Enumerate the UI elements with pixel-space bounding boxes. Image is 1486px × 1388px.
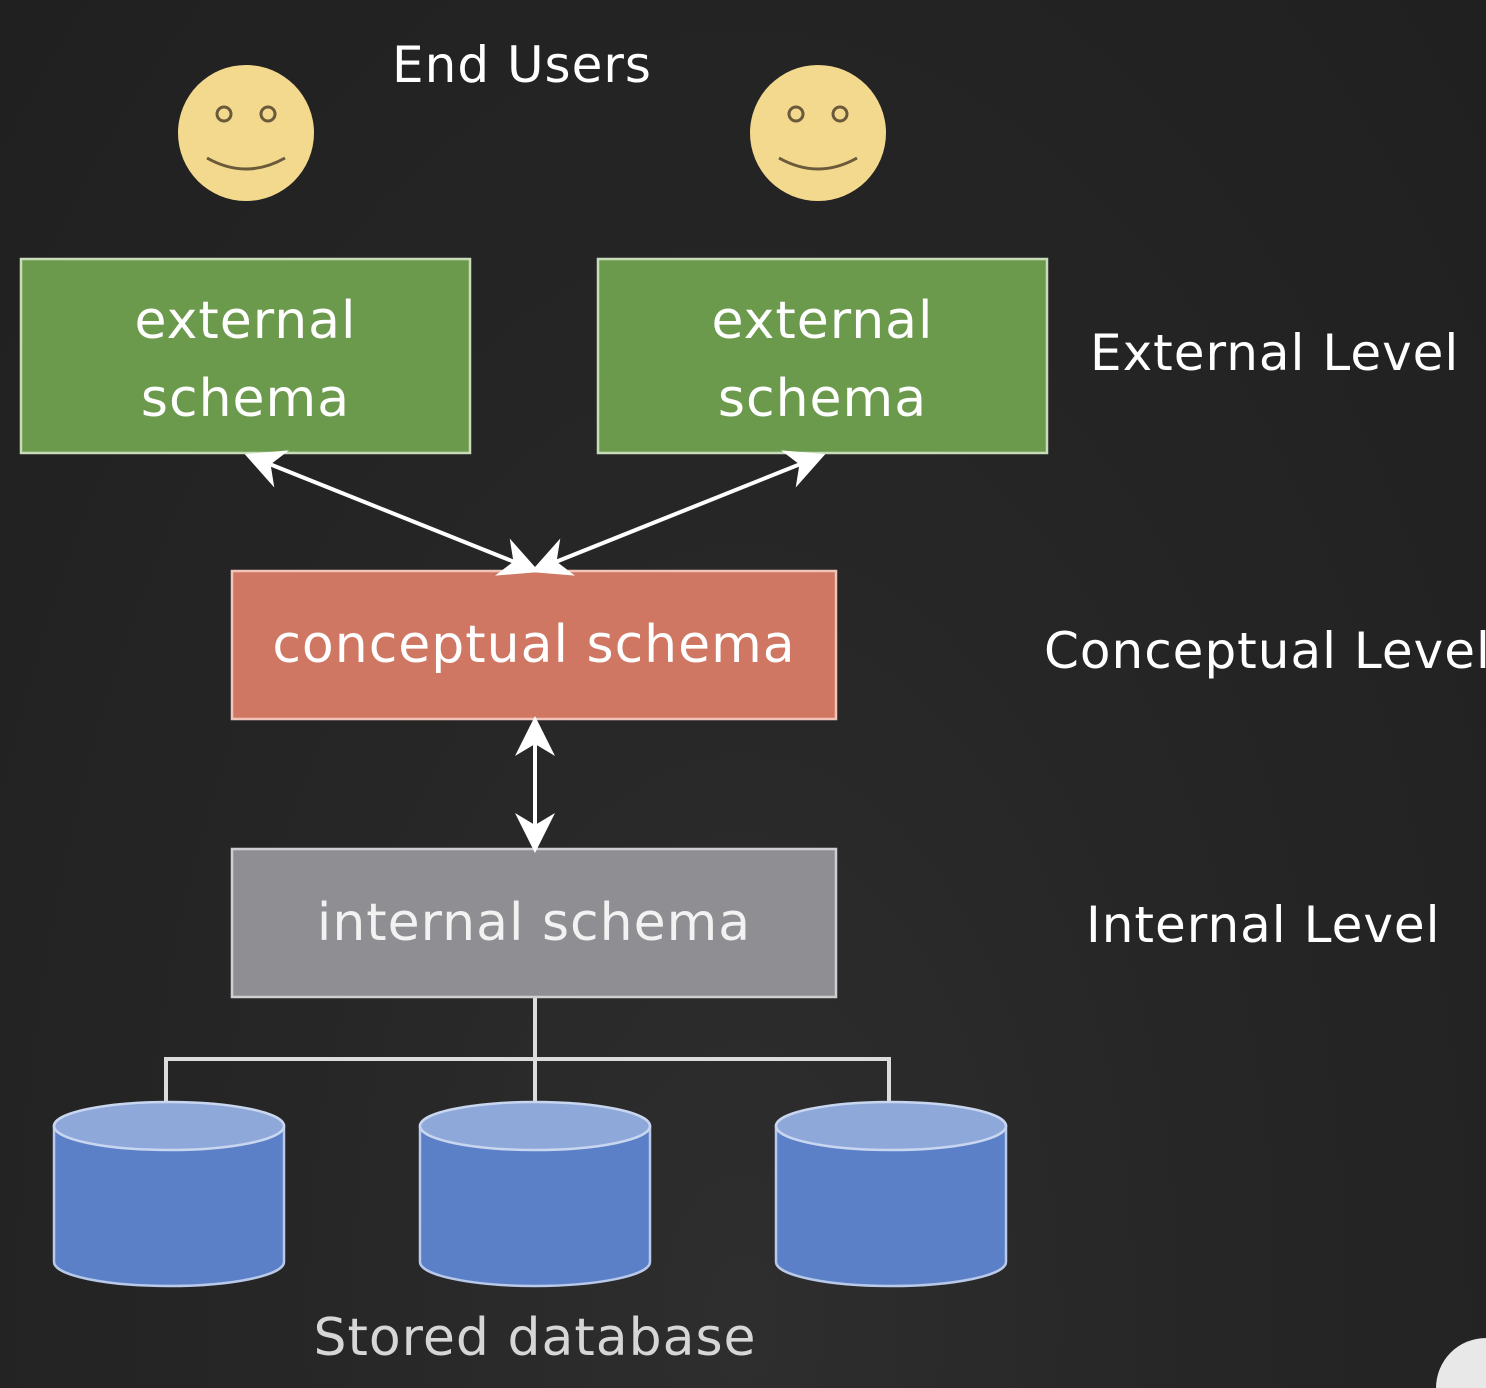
conceptual-level-label: Conceptual Level	[1044, 622, 1486, 680]
external-schema-line2: schema	[717, 369, 928, 429]
smiley-face-icon	[178, 65, 314, 201]
end-users-label: End Users	[392, 36, 652, 94]
external-conceptual-arrow	[244, 450, 540, 576]
external-schema-line1: external	[134, 291, 357, 351]
database-cylinder-icon	[52, 1100, 286, 1288]
database-connector-lines	[164, 998, 891, 1106]
external-level-label: External Level	[1090, 324, 1460, 382]
external-schema-label: external schema	[21, 282, 470, 438]
conceptual-schema-label: conceptual schema	[272, 615, 796, 675]
internal-schema-label: internal schema	[316, 893, 752, 953]
stored-database-label: Stored database	[313, 1308, 757, 1368]
internal-level-label: Internal Level	[1086, 896, 1441, 954]
external-schema-line2: schema	[140, 369, 351, 429]
smiley-face-icon	[750, 65, 886, 201]
internal-schema-box	[230, 847, 838, 999]
external-schema-label: external schema	[598, 282, 1047, 438]
database-cylinder-icon	[774, 1100, 1008, 1288]
database-cylinder-icon	[418, 1100, 652, 1288]
conceptual-schema-box	[230, 569, 838, 721]
external-schema-line1: external	[711, 291, 934, 351]
external-conceptual-arrow	[530, 450, 826, 576]
external-schema-box	[19, 257, 472, 455]
